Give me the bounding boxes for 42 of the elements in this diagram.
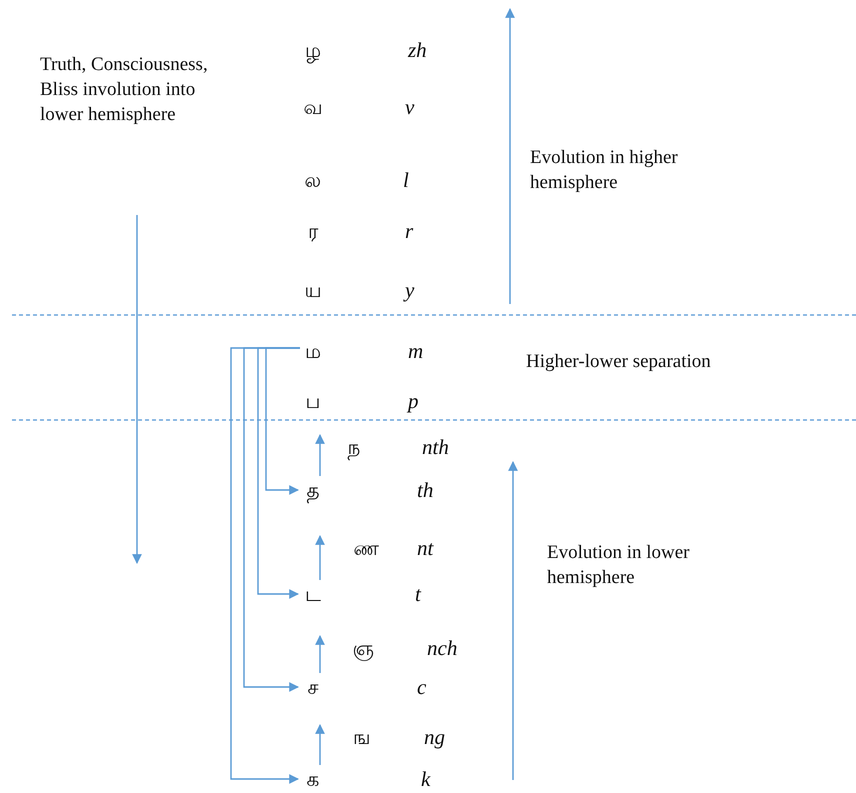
tamil-letter: ய xyxy=(304,277,322,304)
arrow xyxy=(230,347,300,784)
transliteration-label: l xyxy=(403,167,409,194)
transliteration-label: th xyxy=(417,477,434,504)
transliteration-label: t xyxy=(415,581,421,608)
arrow xyxy=(257,347,300,599)
transliteration-label: k xyxy=(421,766,430,793)
transliteration-label: nch xyxy=(427,635,458,662)
tamil-letter: ந xyxy=(346,434,362,461)
tamil-letter: ங xyxy=(352,724,372,751)
arrow xyxy=(315,535,325,580)
transliteration-label: y xyxy=(405,277,414,304)
tamil-letter: ல xyxy=(304,167,322,194)
transliteration-label: ng xyxy=(424,724,445,751)
arrow xyxy=(315,635,325,673)
transliteration-label: zh xyxy=(408,37,427,64)
tamil-letter: ச xyxy=(306,674,320,701)
arrow xyxy=(315,724,325,765)
arrow xyxy=(265,347,300,495)
transliteration-label: m xyxy=(408,338,424,365)
tamil-letter: வ xyxy=(302,94,324,121)
tamil-letter: ண xyxy=(353,535,379,562)
tamil-letter: ஞ xyxy=(352,635,374,662)
tamil-letter: ழ xyxy=(304,37,322,64)
arrow xyxy=(243,347,300,692)
tamil-letter: ப xyxy=(304,388,322,415)
tamil-letter: த xyxy=(306,477,320,504)
transliteration-label: p xyxy=(408,388,418,415)
note-text: Truth, Consciousness, Bliss involution into lower hemisphere xyxy=(40,53,209,127)
tamil-letter: ம xyxy=(304,338,322,365)
note-text: Evolution in lower hemisphere xyxy=(547,541,690,590)
tamil-letter: ர xyxy=(307,218,320,245)
arrow xyxy=(315,434,325,476)
note-text: Higher-lower separation xyxy=(526,350,712,374)
transliteration-label: c xyxy=(417,674,426,701)
transliteration-label: nth xyxy=(422,434,449,461)
transliteration-label: nt xyxy=(417,535,434,562)
tamil-letter: க xyxy=(306,766,320,793)
transliteration-label: r xyxy=(405,218,414,245)
tamil-letter: ட xyxy=(304,581,322,608)
transliteration-label: v xyxy=(405,94,414,121)
note-text: Evolution in higher hemisphere xyxy=(530,146,679,195)
